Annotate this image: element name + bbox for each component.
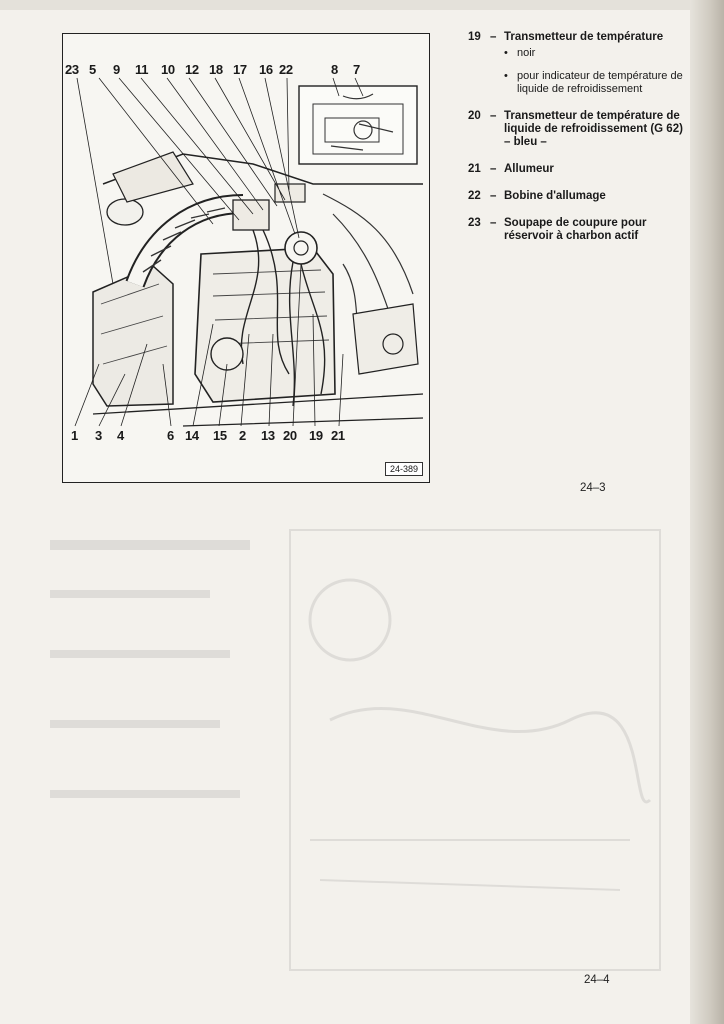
engine-diagram-figure: 23 5 9 11 10 12 18 17 16 22 8 7 1 3 4 6 … — [62, 33, 430, 483]
legend-dash: – — [490, 190, 497, 202]
callout-label: 15 — [213, 428, 227, 443]
legend-sub-text: pour indicateur de température de liquid… — [517, 70, 683, 95]
legend-sub-text: noir — [517, 47, 536, 59]
page-top-edge — [0, 0, 724, 10]
parts-legend: 19 – Transmetteur de température • noir •… — [468, 31, 690, 257]
callout-label: 17 — [233, 62, 247, 77]
callout-label: 4 — [117, 428, 124, 443]
bullet-icon: • — [504, 47, 508, 59]
legend-dash: – — [490, 110, 497, 122]
legend-number: 20 — [468, 110, 481, 122]
callout-label: 19 — [309, 428, 323, 443]
legend-number: 23 — [468, 217, 481, 229]
callout-label: 12 — [185, 62, 199, 77]
legend-dash: – — [490, 31, 497, 43]
legend-item: 19 – Transmetteur de température • noir •… — [468, 31, 690, 96]
legend-sub-item: • pour indicateur de température de liqui… — [504, 70, 690, 96]
bullet-icon: • — [504, 70, 508, 82]
callout-label: 14 — [185, 428, 199, 443]
legend-number: 21 — [468, 163, 481, 175]
page-number-upper: 24–3 — [580, 482, 606, 494]
engine-illustration — [74, 77, 424, 427]
callout-label: 6 — [167, 428, 174, 443]
legend-item: 23 – Soupape de coupure pour réservoir à… — [468, 217, 690, 243]
callout-label: 2 — [239, 428, 246, 443]
legend-title: Transmetteur de température — [504, 31, 664, 43]
callout-label: 21 — [331, 428, 345, 443]
callout-label: 16 — [259, 62, 273, 77]
page-edge-shadow — [690, 0, 724, 1024]
callout-label: 20 — [283, 428, 297, 443]
callout-label: 1 — [71, 428, 78, 443]
legend-title: Allumeur — [504, 163, 554, 175]
bleed-through-ghost — [50, 529, 661, 971]
callout-label: 11 — [135, 62, 149, 77]
callout-label: 9 — [113, 62, 120, 77]
legend-dash: – — [490, 217, 497, 229]
legend-sub-item: • noir — [504, 47, 690, 60]
callout-label: 5 — [89, 62, 96, 77]
callout-label: 3 — [95, 428, 102, 443]
legend-item: 20 – Transmetteur de température de liqu… — [468, 110, 690, 149]
callout-label: 8 — [331, 62, 338, 77]
callout-label: 13 — [261, 428, 275, 443]
page-number-lower: 24–4 — [584, 974, 610, 986]
callout-label: 7 — [353, 62, 360, 77]
legend-title: Bobine d'allumage — [504, 190, 606, 202]
legend-number: 22 — [468, 190, 481, 202]
legend-item: 22 – Bobine d'allumage — [468, 190, 690, 203]
figure-code: 24-389 — [384, 462, 423, 476]
callout-label: 18 — [209, 62, 223, 77]
legend-dash: – — [490, 163, 497, 175]
callout-label: 23 — [65, 62, 79, 77]
legend-item: 21 – Allumeur — [468, 163, 690, 176]
legend-title: Transmetteur de température de liquide d… — [504, 110, 683, 148]
callout-label: 10 — [161, 62, 175, 77]
callout-label: 22 — [279, 62, 293, 77]
legend-number: 19 — [468, 31, 481, 43]
legend-title: Soupape de coupure pour réservoir à char… — [504, 217, 647, 242]
